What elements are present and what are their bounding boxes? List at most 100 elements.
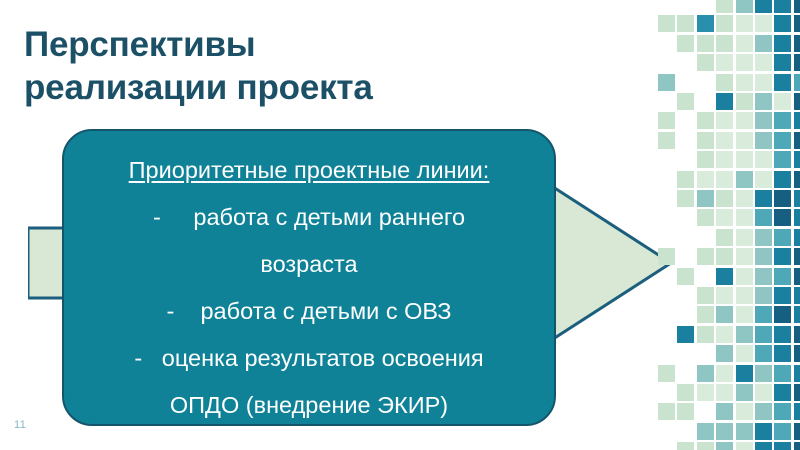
mosaic-tile (735, 34, 753, 52)
mosaic-tile (696, 306, 714, 324)
mosaic-tile (774, 170, 792, 188)
mosaic-tile (716, 209, 734, 227)
callout-line: ОПДО (внедрение ЭКИР) (169, 392, 449, 418)
mosaic-tile (735, 15, 753, 33)
mosaic-tile (716, 306, 734, 324)
mosaic-tile (735, 345, 753, 363)
mosaic-tile (696, 422, 714, 440)
callout-line: возраста (260, 251, 358, 277)
mosaic-tile (774, 267, 792, 285)
mosaic-tile (774, 422, 792, 440)
mosaic-tile (793, 325, 800, 343)
mosaic-decoration (658, 0, 800, 450)
mosaic-tile (755, 209, 772, 227)
callout-box: Приоритетные проектные линии: - работа с … (62, 129, 556, 426)
mosaic-tile (793, 190, 800, 207)
mosaic-tile (735, 151, 753, 169)
mosaic-tile (735, 190, 753, 207)
mosaic-tile (755, 0, 772, 13)
mosaic-tile (774, 112, 792, 130)
mosaic-tile (793, 112, 800, 130)
mosaic-tile (696, 131, 714, 149)
mosaic-tile (658, 131, 675, 149)
mosaic-tile (793, 54, 800, 72)
mosaic-tile (774, 151, 792, 169)
mosaic-tile (793, 34, 800, 52)
mosaic-tile (774, 403, 792, 421)
mosaic-tile (755, 73, 772, 91)
mosaic-tile (716, 34, 734, 52)
mosaic-tile (755, 306, 772, 324)
mosaic-tile (716, 267, 734, 285)
mosaic-tile (774, 442, 792, 450)
mosaic-tile (774, 34, 792, 52)
mosaic-tile (755, 190, 772, 207)
mosaic-tile (696, 325, 714, 343)
mosaic-tile (696, 287, 714, 304)
mosaic-tile (774, 73, 792, 91)
mosaic-tile (658, 112, 675, 130)
mosaic-tile (677, 34, 695, 52)
mosaic-tile (716, 325, 734, 343)
mosaic-tile (735, 209, 753, 227)
mosaic-tile (755, 93, 772, 110)
mosaic-tile (755, 248, 772, 266)
mosaic-tile (696, 248, 714, 266)
mosaic-tile (755, 287, 772, 304)
mosaic-tile (793, 209, 800, 227)
mosaic-tile (735, 112, 753, 130)
mosaic-tile (696, 15, 714, 33)
mosaic-tile (716, 287, 734, 304)
mosaic-tile (793, 403, 800, 421)
callout-text-block: Приоритетные проектные линии: - работа с … (64, 147, 554, 429)
mosaic-tile (774, 190, 792, 207)
mosaic-tile (735, 422, 753, 440)
mosaic-tile (774, 325, 792, 343)
mosaic-tile (774, 15, 792, 33)
mosaic-tile (793, 306, 800, 324)
mosaic-tile (793, 345, 800, 363)
mosaic-tile (793, 170, 800, 188)
mosaic-tile (774, 0, 792, 13)
mosaic-tile (735, 325, 753, 343)
mosaic-tile (716, 384, 734, 401)
mosaic-tile (793, 73, 800, 91)
mosaic-tile (774, 287, 792, 304)
mosaic-tile (735, 131, 753, 149)
mosaic-tile (677, 170, 695, 188)
mosaic-tile (735, 170, 753, 188)
mosaic-tile (658, 73, 675, 91)
mosaic-tile (735, 442, 753, 450)
callout-line: - работа с детьми раннего (152, 204, 466, 230)
mosaic-tile (735, 287, 753, 304)
mosaic-tile (658, 248, 675, 266)
mosaic-tile (716, 170, 734, 188)
mosaic-tile (755, 364, 772, 382)
mosaic-tile (677, 403, 695, 421)
mosaic-tile (696, 151, 714, 169)
mosaic-tile (755, 151, 772, 169)
mosaic-tile (735, 73, 753, 91)
mosaic-tile (716, 93, 734, 110)
mosaic-tile (696, 190, 714, 207)
mosaic-tile (735, 248, 753, 266)
mosaic-tile (755, 442, 772, 450)
mosaic-tile (735, 364, 753, 382)
mosaic-tile (735, 384, 753, 401)
mosaic-tile (793, 384, 800, 401)
mosaic-tile (658, 15, 675, 33)
mosaic-tile (716, 0, 734, 13)
mosaic-tile (735, 93, 753, 110)
mosaic-tile (755, 422, 772, 440)
mosaic-tile (774, 364, 792, 382)
mosaic-tile (716, 73, 734, 91)
mosaic-tile (696, 364, 714, 382)
mosaic-tile (716, 422, 734, 440)
mosaic-tile (696, 209, 714, 227)
mosaic-tile (716, 403, 734, 421)
mosaic-tile (755, 112, 772, 130)
mosaic-tile (793, 267, 800, 285)
callout-heading: Приоритетные проектные линии: (128, 157, 490, 183)
mosaic-tile (696, 34, 714, 52)
